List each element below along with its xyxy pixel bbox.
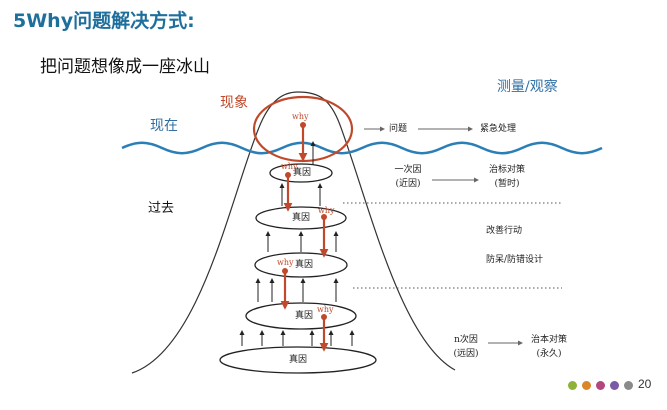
label-primary-cause: 一次因 (394, 165, 422, 175)
label-problem: 问题 (389, 124, 408, 134)
footer-dot-4 (610, 381, 619, 390)
label-root-fix-sub: (永久) (536, 349, 562, 359)
why-label-3: why (318, 206, 335, 215)
dotted-guides (343, 202, 562, 289)
true-cause-label-1: 真因 (293, 168, 312, 178)
water-line (121, 141, 603, 155)
label-symptom-fix: 治标对策 (488, 165, 525, 175)
slide-title: 5Why问题解决方式: (13, 10, 195, 32)
layer-ellipse-1 (269, 163, 333, 183)
why-label-1: why (292, 112, 309, 121)
why-dots (282, 122, 327, 320)
iceberg-outline (131, 91, 456, 374)
label-symptom-fix-sub: (暂时) (494, 179, 520, 189)
label-nth-cause: n次因 (454, 335, 478, 345)
label-improvement-action: 改善行动 (486, 226, 523, 236)
why-label-2: why (281, 162, 298, 171)
why-label-5: why (317, 305, 334, 314)
true-cause-label-5: 真因 (289, 355, 308, 365)
true-cause-label-2: 真因 (292, 213, 311, 223)
footer-dot-2 (582, 381, 591, 390)
page-number: 20 (638, 377, 652, 391)
label-root-fix: 治本对策 (530, 335, 567, 345)
label-phenomenon: 现象 (220, 95, 248, 111)
true-cause-label-3: 真因 (295, 260, 314, 270)
why-arrows (280, 125, 329, 352)
layer-ellipse-3 (254, 252, 348, 278)
label-now: 现在 (150, 118, 178, 134)
layer-ellipse-5 (219, 346, 377, 374)
connector-arrows (364, 126, 523, 346)
footer-dot-1 (568, 381, 577, 390)
label-nth-cause-sub: (远因) (453, 349, 479, 359)
label-emergency-handling: 紧急处理 (480, 124, 517, 134)
footer-dot-3 (596, 381, 605, 390)
label-primary-cause-sub: (近因) (395, 179, 421, 189)
label-error-proofing: 防呆/防错设计 (486, 255, 544, 265)
slide-subtitle: 把问题想像成一座冰山 (40, 57, 210, 77)
label-measure-observe: 测量/观察 (497, 79, 558, 95)
label-past: 过去 (148, 201, 175, 216)
upward-arrows (239, 141, 355, 346)
why-label-4: why (277, 258, 294, 267)
true-cause-label-4: 真因 (295, 311, 314, 321)
layer-ellipse-4 (245, 302, 357, 330)
footer-dot-5 (624, 381, 633, 390)
